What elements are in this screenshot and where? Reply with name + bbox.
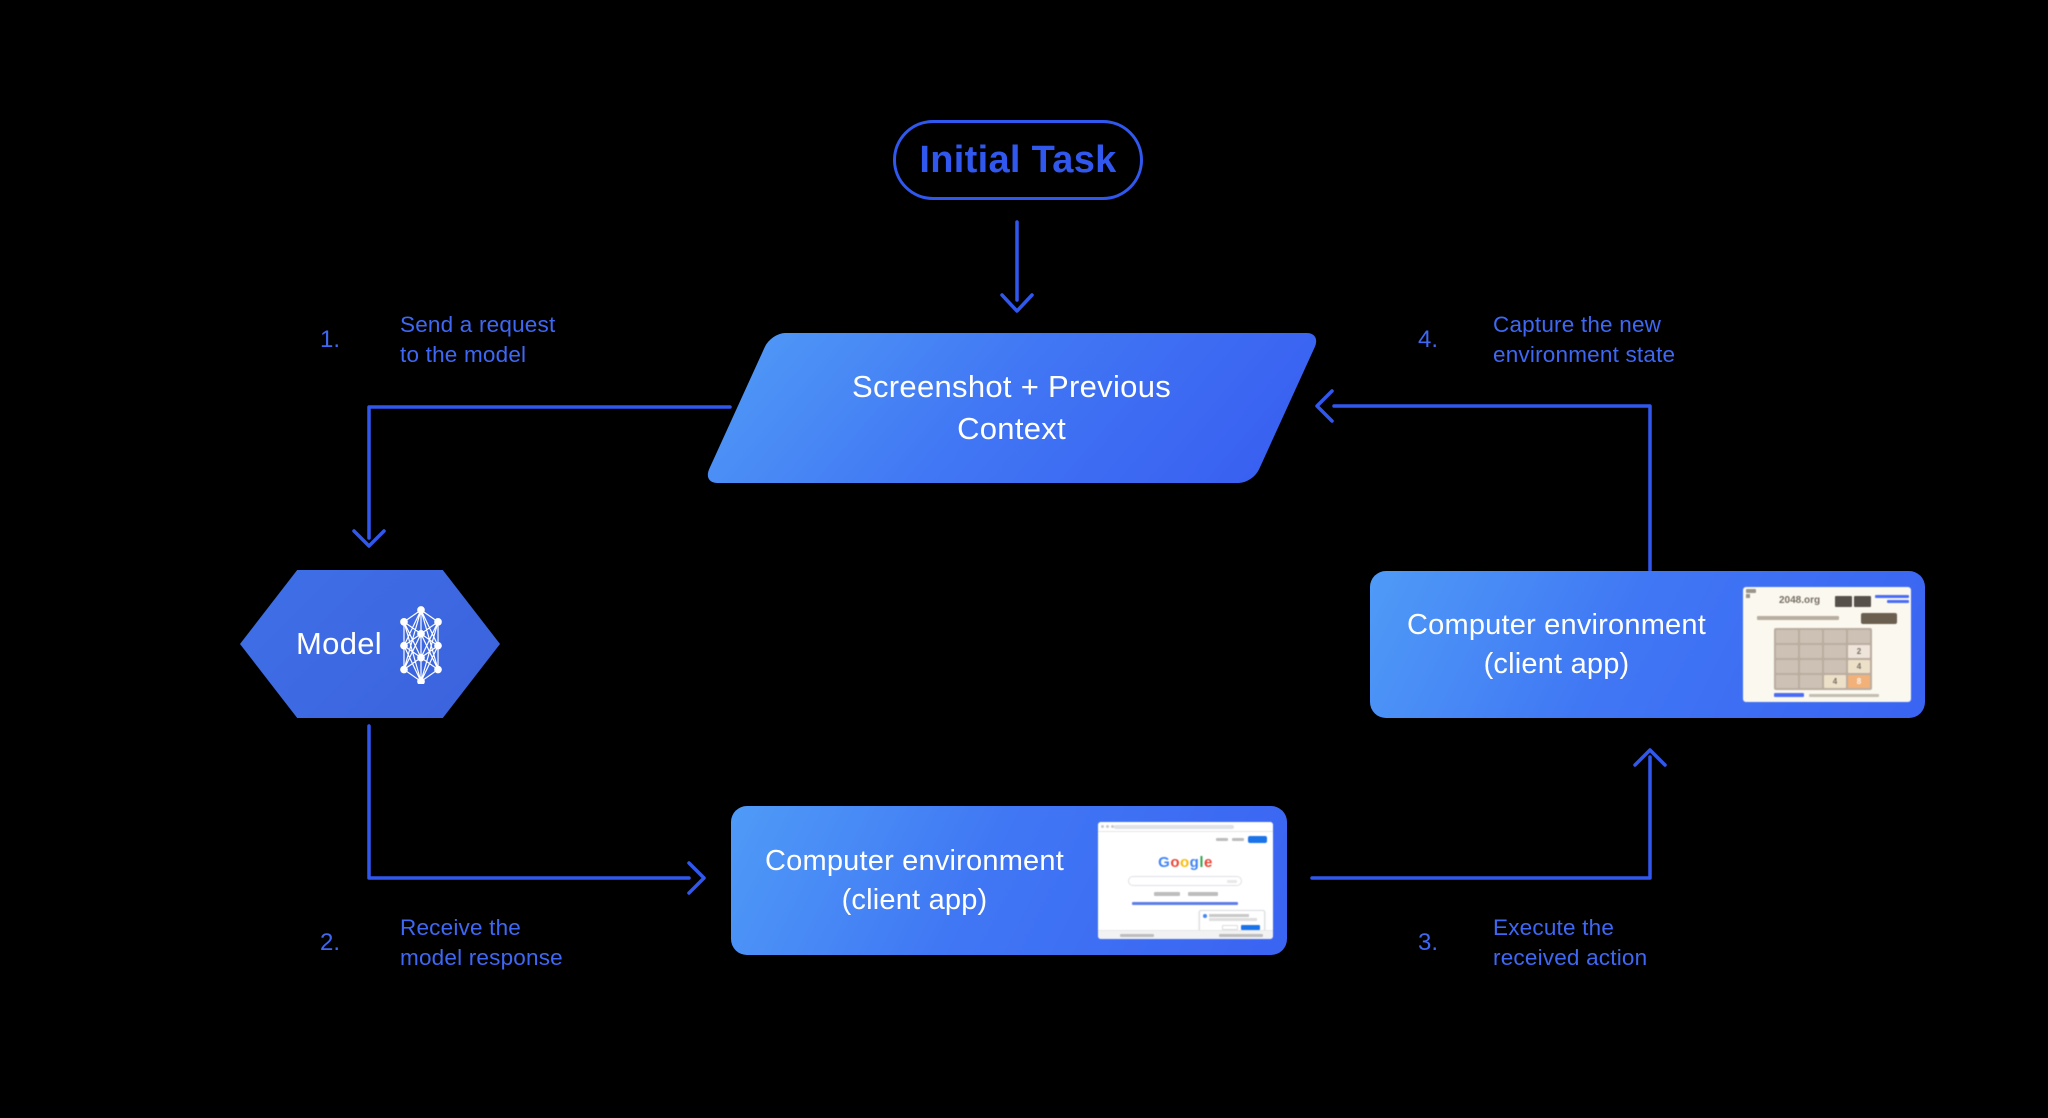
google-logo-letter: e xyxy=(1204,854,1213,871)
browser-chrome xyxy=(1098,822,1273,832)
google-logo: Google xyxy=(1098,854,1273,871)
google-logo-letter: o xyxy=(1170,854,1180,871)
tile-4: 4 xyxy=(1848,660,1870,673)
computer-environment-node-right: Computer environment (client app) 2048.o… xyxy=(1370,571,1925,718)
tile-4: 4 xyxy=(1824,675,1846,688)
grid-cell xyxy=(1776,645,1798,658)
cookie-primary-button xyxy=(1241,925,1260,930)
model-node: Model xyxy=(240,570,500,718)
grid-cell xyxy=(1848,630,1870,643)
google-logo-letter: G xyxy=(1158,854,1171,871)
grid-cell xyxy=(1800,645,1822,658)
grid-cell xyxy=(1800,660,1822,673)
arrow-context-to-model xyxy=(352,405,732,548)
score-boxes xyxy=(1835,596,1871,607)
step-1-label: Send a request to the model xyxy=(400,312,556,367)
step-2-label: Receive the model response xyxy=(400,915,563,970)
address-bar xyxy=(1114,824,1234,829)
screenshot-context-label: Screenshot + Previous Context xyxy=(852,369,1172,446)
screenshot-context-node: Screenshot + Previous Context xyxy=(702,333,1322,483)
game-header: 2048.org xyxy=(1743,595,1911,609)
step-1-number: 1. xyxy=(320,326,341,353)
grid-cell xyxy=(1776,630,1798,643)
step-3-label: Execute the received action xyxy=(1493,915,1648,970)
window-buttons xyxy=(1101,825,1114,828)
game-subheader xyxy=(1757,613,1897,624)
google-logo-letter: o xyxy=(1179,854,1190,871)
google-g-icon xyxy=(1203,914,1207,918)
grid-cell xyxy=(1824,630,1846,643)
arrow-env-to-env xyxy=(1310,748,1667,880)
step-3-number: 3. xyxy=(1418,929,1439,956)
model-label: Model xyxy=(296,626,382,661)
header-links xyxy=(1875,595,1909,603)
grid-cell xyxy=(1800,675,1822,688)
cookie-text xyxy=(1209,918,1257,921)
game-footer xyxy=(1774,693,1894,698)
footer-text xyxy=(1809,694,1879,697)
neural-network-icon xyxy=(400,606,442,684)
computer-environment-label: Computer environment (client app) xyxy=(765,844,1064,916)
google-topnav xyxy=(1216,836,1267,843)
step-2-number: 2. xyxy=(320,929,341,956)
arrow-model-to-env xyxy=(367,724,706,895)
grid-cell xyxy=(1800,630,1822,643)
step-4-number: 4. xyxy=(1418,326,1439,353)
initial-task-label: Initial Task xyxy=(919,138,1117,181)
new-game-button xyxy=(1861,613,1897,624)
google-logo-letter: g xyxy=(1189,854,1200,871)
browser-chrome-fragment xyxy=(1746,589,1756,598)
computer-environment-node-bottom: Computer environment (client app) Google xyxy=(731,806,1287,955)
grid-cell xyxy=(1824,645,1846,658)
google-footer xyxy=(1098,930,1273,939)
tile-8: 8 xyxy=(1848,675,1870,688)
sign-in-button xyxy=(1248,836,1267,843)
initial-task-node: Initial Task xyxy=(893,120,1143,200)
computer-environment-label: Computer environment (client app) xyxy=(1407,608,1706,680)
google-logo-letter: l xyxy=(1199,854,1204,871)
grid-cell xyxy=(1776,660,1798,673)
google-search-bar xyxy=(1128,876,1242,886)
arrow-env-to-context xyxy=(1315,389,1652,572)
game-intro-text xyxy=(1757,616,1839,620)
cookie-text xyxy=(1209,914,1249,917)
step-4-label: Capture the new environment state xyxy=(1493,312,1676,367)
screenshot-google-homepage: Google xyxy=(1098,822,1273,939)
google-search-buttons xyxy=(1098,892,1273,896)
cookie-secondary-button xyxy=(1222,925,1238,930)
footer-link xyxy=(1774,693,1804,697)
tile-2: 2 xyxy=(1848,645,1870,658)
arrow-task-to-context xyxy=(1000,220,1034,313)
grid-cell xyxy=(1824,660,1846,673)
grid-cell xyxy=(1776,675,1798,688)
google-offered-link xyxy=(1132,902,1238,905)
game-title: 2048.org xyxy=(1779,595,1821,606)
